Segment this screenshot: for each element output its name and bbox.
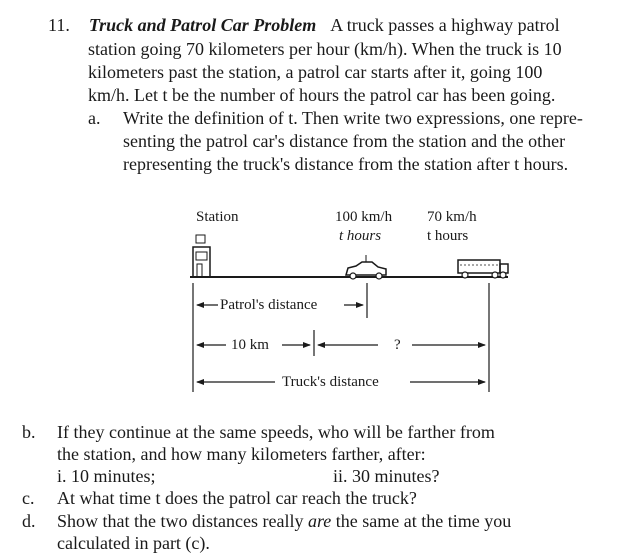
intro-line-1: A truck passes a highway patrol <box>330 15 560 35</box>
truck-speed-label: 70 km/h <box>427 209 477 225</box>
part-a-line-2: senting the patrol car's distance from t… <box>123 131 566 151</box>
intro-line-2: station going 70 kilometers per hour (km… <box>88 39 562 59</box>
station-label: Station <box>196 209 239 225</box>
truck-icon <box>457 259 509 279</box>
problem-title: Truck and Patrol Car Problem <box>88 15 317 35</box>
intro-line-4: km/h. Let t be the number of hours the p… <box>88 85 556 105</box>
part-d-line-1: Show that the two distances really are t… <box>57 511 512 531</box>
part-a-line-1: Write the definition of t. Then write tw… <box>123 108 583 128</box>
part-b-line-1: If they continue at the same speeds, who… <box>57 422 495 442</box>
part-d-line-2: calculated in part (c). <box>57 533 210 553</box>
part-a-label: a. <box>88 108 101 128</box>
problem-number: 11. <box>48 15 70 35</box>
part-b-line-2: the station, and how many kilometers far… <box>57 444 426 464</box>
intro-line-3: kilometers past the station, a patrol ca… <box>88 62 543 82</box>
truck-time-label: t hours <box>427 228 469 244</box>
patrol-car-icon <box>345 255 387 280</box>
patrol-time-label: t hours <box>339 228 382 244</box>
problem-header: 11. Truck and Patrol Car Problem A truck… <box>48 14 560 36</box>
truck-distance-label: Truck's distance <box>282 374 379 390</box>
part-d-label: d. <box>22 511 36 531</box>
part-c-text: At what time t does the patrol car reach… <box>57 488 417 508</box>
part-b-sub-i: i. 10 minutes; <box>57 466 156 486</box>
ten-km-label: 10 km <box>231 337 269 353</box>
part-d-emphasis: are <box>307 511 332 531</box>
part-a-line-3: representing the truck's distance from t… <box>123 154 569 174</box>
patrol-distance-label: Patrol's distance <box>220 297 318 313</box>
part-b-sub-ii: ii. 30 minutes? <box>333 466 440 486</box>
distance-diagram <box>190 234 509 392</box>
patrol-speed-label: 100 km/h <box>335 209 393 225</box>
part-c-label: c. <box>22 488 35 508</box>
part-b-label: b. <box>22 422 36 442</box>
station-icon <box>192 234 211 278</box>
unknown-label: ? <box>394 337 401 353</box>
